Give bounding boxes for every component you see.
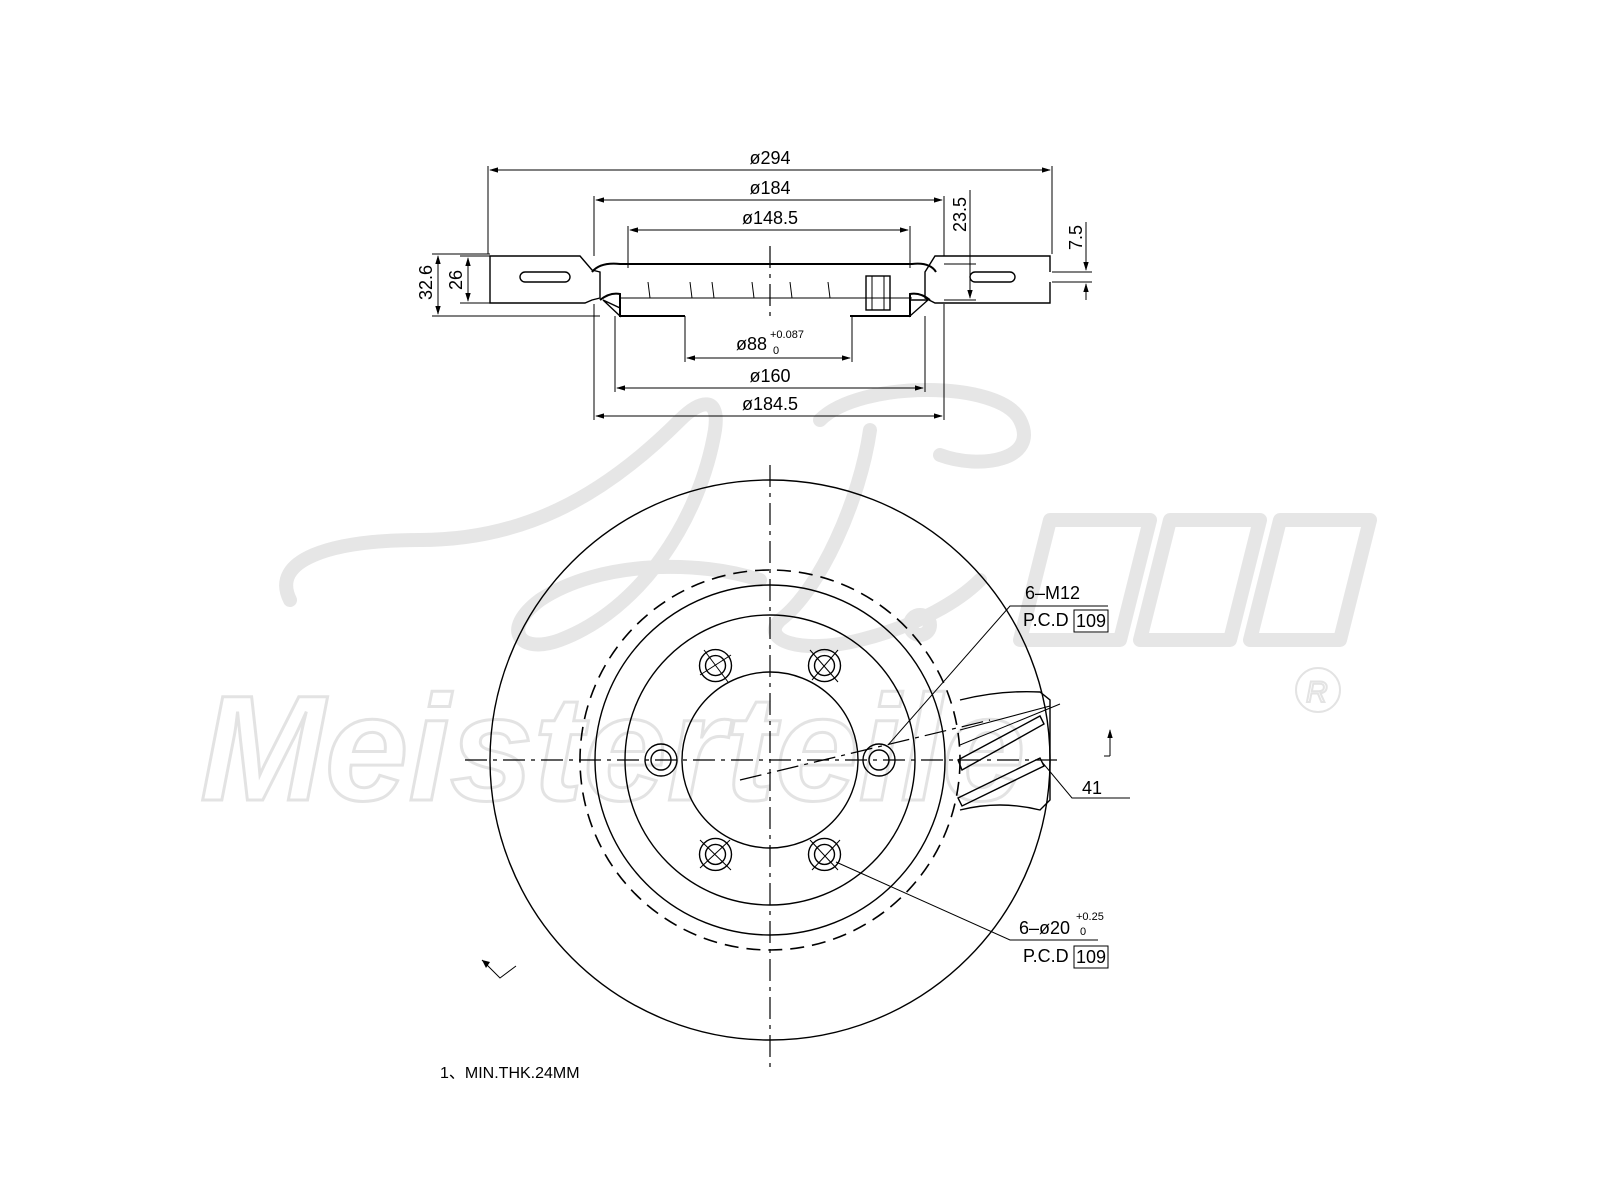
dim-160-label: ø160 <box>749 366 790 386</box>
dim-148-5-label: ø148.5 <box>742 208 798 228</box>
dim-184-label: ø184 <box>749 178 790 198</box>
thread-spec-label: 6–M12 <box>1025 583 1080 603</box>
rotation-direction-icon <box>481 959 517 979</box>
vane-section-upper <box>957 715 1045 772</box>
registered-mark-icon <box>1295 667 1341 713</box>
vent-slot-left <box>519 271 571 283</box>
watermark-script-stroke <box>767 383 1031 654</box>
bore-base-label: ø88 <box>736 334 767 354</box>
center-bore <box>681 671 859 849</box>
hole-spec-label: 6–ø20 <box>1019 918 1070 938</box>
watermark: Meisterteile R <box>199 383 1377 834</box>
cutaway-boundary <box>959 691 1051 811</box>
hat-outer-edge <box>594 584 946 936</box>
min-thickness-note: 1、MIN.THK.24MM <box>440 1065 580 1082</box>
bolt-hole <box>807 837 842 872</box>
bolt-hole <box>807 648 842 683</box>
section-ring-right <box>924 255 1051 304</box>
hole-pcd-label: P.C.D <box>1023 946 1069 966</box>
bolt-hole <box>644 743 678 777</box>
vane-dim-label: 41 <box>1082 778 1102 798</box>
watermark-stripes <box>1013 513 1377 647</box>
watermark-registered: R <box>1306 676 1328 709</box>
watermark-brand: Meisterteile <box>200 664 1025 832</box>
hole-tol-upper: +0.25 <box>1076 911 1104 923</box>
dim-26-label: 26 <box>446 270 466 290</box>
section-ring-left <box>489 255 601 304</box>
dim-32-6-label: 32.6 <box>416 265 436 300</box>
hole-pcd-value: 109 <box>1076 947 1106 967</box>
hat-top <box>591 262 937 273</box>
bolt-hole <box>698 648 733 683</box>
hat-hidden-outline <box>579 569 961 951</box>
hole-crosshair-marks <box>699 649 841 871</box>
hat-flange <box>599 292 931 317</box>
bore-tol-lower: 0 <box>773 345 779 357</box>
vent-slot-right <box>969 271 1016 283</box>
thread-pcd-value: 109 <box>1076 611 1106 631</box>
thread-callout-leader <box>887 605 1108 746</box>
hole-tol-lower: 0 <box>1080 926 1086 938</box>
vane-section-lower <box>957 757 1045 807</box>
bolt-hole <box>698 837 733 872</box>
watermark-dot <box>903 608 937 642</box>
front-view: 6–M12 P.C.D 109 6–ø20 +0.25 0 P.C.D 109 … <box>465 465 1130 1072</box>
wheel-stud <box>865 275 891 311</box>
hole-pcd-box <box>1073 945 1109 969</box>
bolt-hole <box>862 743 896 777</box>
watermark-script-stroke <box>279 397 767 652</box>
thread-pcd-label: P.C.D <box>1023 610 1069 630</box>
thread-pcd-box <box>1073 609 1109 633</box>
hole-callout-leader <box>835 861 1098 941</box>
dim-184-5-label: ø184.5 <box>742 394 798 414</box>
hub-vane-lines <box>647 281 831 299</box>
hat-hatch-left <box>602 299 621 318</box>
dim-7-5-label: 7.5 <box>1066 225 1086 250</box>
hat-inner-edge <box>624 614 916 906</box>
section-view: ø294 ø184 ø148.5 ø88 +0.087 0 ø160 ø184.… <box>416 148 1092 420</box>
vane-dim-leader <box>1041 761 1130 799</box>
hat-hatch-right <box>909 299 930 318</box>
bore-tol-upper: +0.087 <box>770 329 804 341</box>
dim-23-5-label: 23.5 <box>950 197 970 232</box>
dim-294-label: ø294 <box>749 148 790 168</box>
